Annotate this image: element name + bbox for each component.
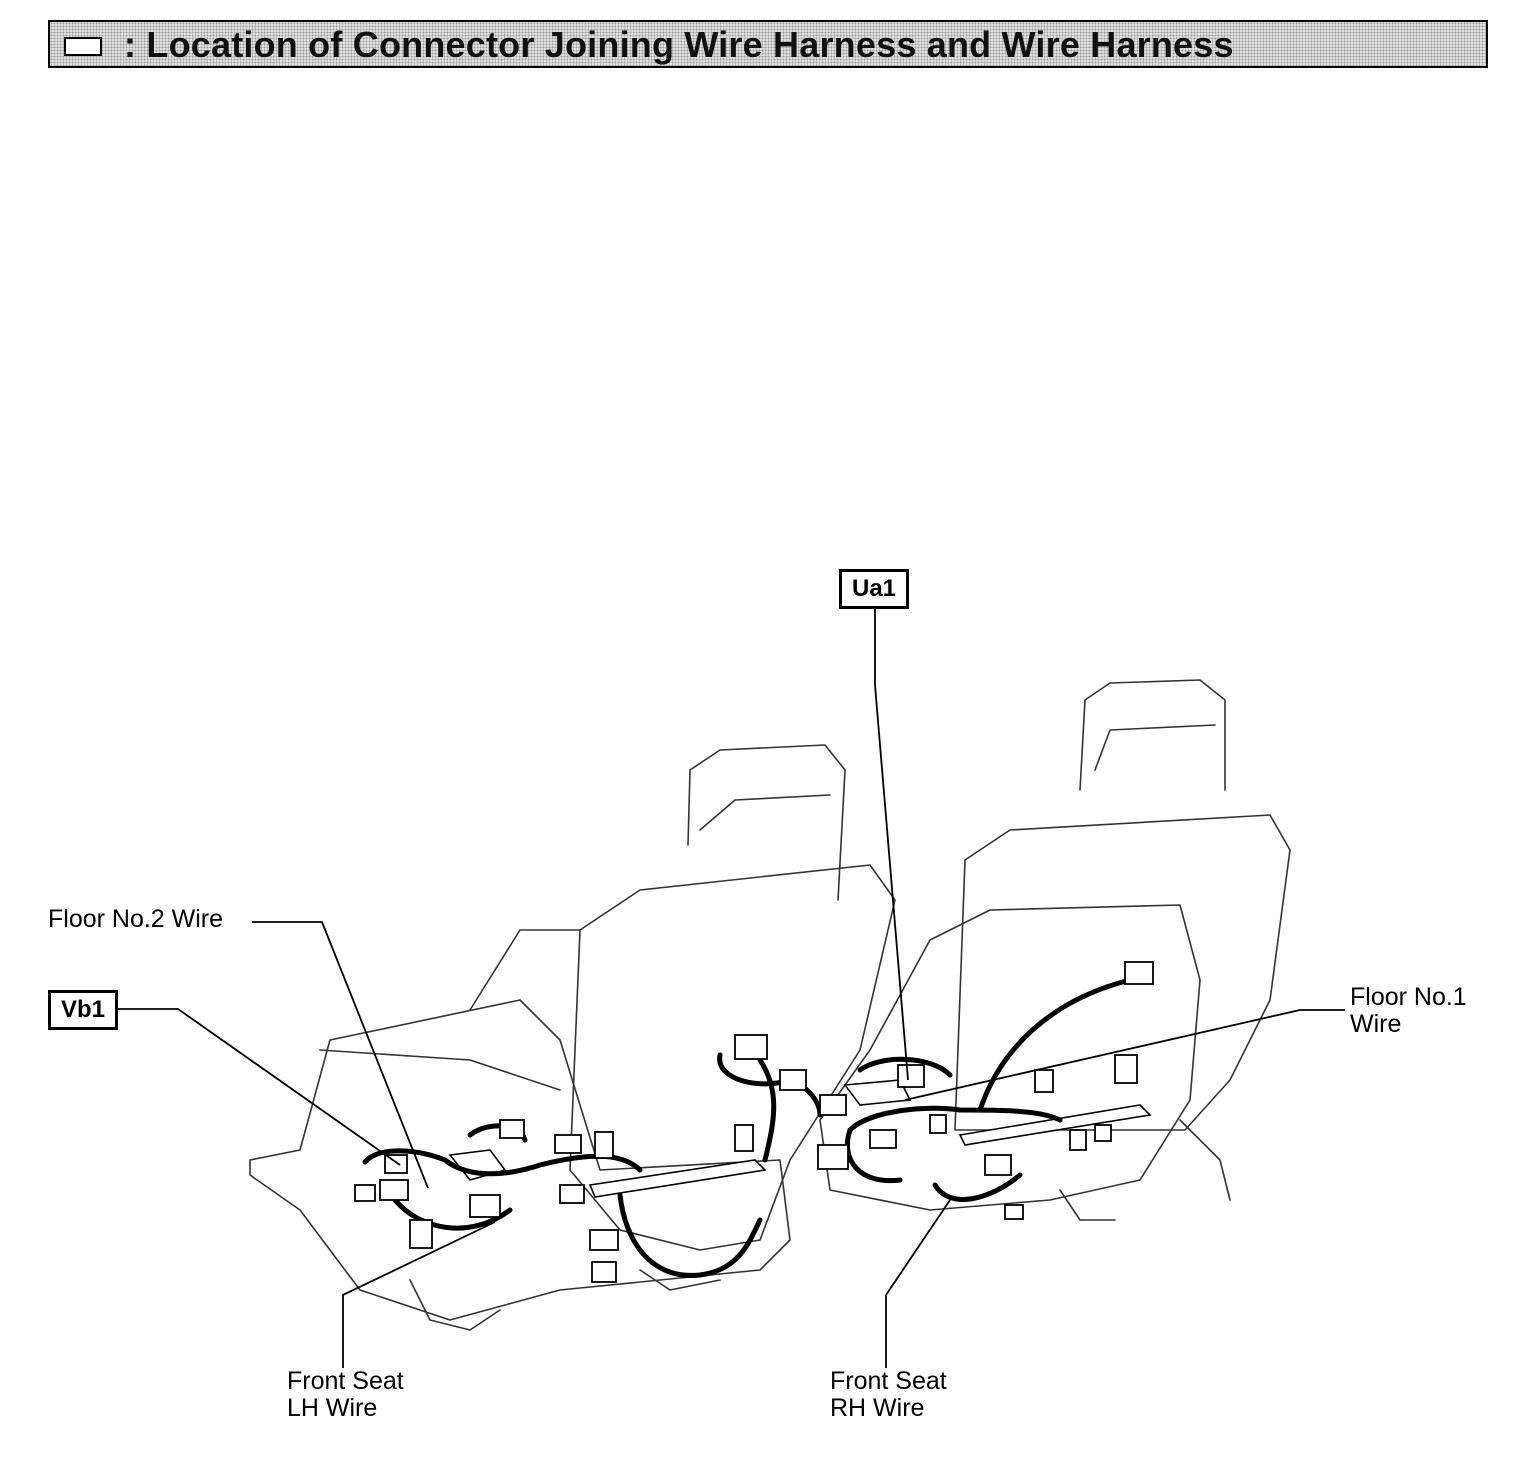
connector-block bbox=[779, 1069, 807, 1091]
connector-block bbox=[734, 1034, 768, 1060]
harness-right-lower bbox=[932, 1172, 1023, 1202]
right-headrest bbox=[1079, 679, 1226, 791]
left-seat-rail bbox=[588, 1159, 767, 1198]
connector-block bbox=[354, 1184, 376, 1202]
connector-block bbox=[984, 1154, 1012, 1176]
harness-left-back bbox=[617, 1192, 763, 1278]
floor-no2-wire-label: Floor No.2 Wire bbox=[48, 905, 224, 933]
connector-block bbox=[819, 1094, 847, 1116]
page-title: : Location of Connector Joining Wire Har… bbox=[124, 24, 1234, 65]
connector-block bbox=[379, 1179, 409, 1201]
connector-block bbox=[469, 1194, 501, 1218]
left-seat bbox=[249, 744, 896, 1331]
left-seat-foot bbox=[409, 1269, 721, 1331]
connector-block bbox=[1004, 1204, 1024, 1220]
leader-floor-no2 bbox=[252, 921, 429, 1189]
connector-block bbox=[559, 1184, 585, 1204]
floor-no1-wire-label: Floor No.1 Wire bbox=[1350, 983, 1467, 1038]
connector-block bbox=[1069, 1129, 1087, 1151]
connector-block bbox=[869, 1129, 897, 1149]
right-seat-back bbox=[954, 814, 1291, 1131]
harness-left-side bbox=[757, 1057, 777, 1163]
leader-front-seat-rh bbox=[885, 1199, 951, 1368]
harness-right-main bbox=[847, 1105, 1063, 1133]
right-seat-foot bbox=[1059, 1119, 1231, 1221]
center-ecu-box-right bbox=[843, 1079, 912, 1106]
leader-front-seat-lh bbox=[342, 1221, 496, 1368]
right-seat-cushion bbox=[819, 904, 1201, 1211]
leader-vb1 bbox=[118, 1008, 401, 1166]
connector-block bbox=[499, 1119, 525, 1139]
left-seat-cushion bbox=[249, 999, 791, 1321]
connector-block bbox=[554, 1134, 582, 1154]
left-headrest bbox=[687, 744, 846, 901]
left-seat-cushion-top bbox=[319, 1049, 561, 1091]
connectors bbox=[354, 961, 1154, 1283]
leader-ua1 bbox=[874, 609, 909, 1081]
left-seat-back bbox=[569, 864, 896, 1251]
connector-block bbox=[384, 1154, 408, 1174]
leader-floor-no1 bbox=[904, 1009, 1345, 1101]
connector-block bbox=[1124, 961, 1154, 985]
connector-block bbox=[897, 1064, 925, 1088]
harness-right-upper bbox=[857, 1056, 953, 1078]
connector-block bbox=[1094, 1124, 1112, 1142]
connector-block bbox=[817, 1144, 849, 1170]
connector-block bbox=[929, 1114, 947, 1134]
connector-legend-icon bbox=[64, 37, 102, 56]
title-bar: : Location of Connector Joining Wire Har… bbox=[48, 20, 1488, 68]
connector-block bbox=[1034, 1069, 1054, 1093]
connector-block bbox=[591, 1261, 617, 1283]
connector-vb1-callout: Vb1 bbox=[48, 990, 118, 1030]
connector-block bbox=[594, 1131, 614, 1159]
leader-lines bbox=[118, 609, 1345, 1368]
harness-left-lower bbox=[392, 1197, 513, 1231]
harness-right-loop bbox=[844, 1127, 903, 1184]
front-seat-lh-wire-label: Front Seat LH Wire bbox=[287, 1367, 404, 1422]
front-seat-rh-wire-label: Front Seat RH Wire bbox=[830, 1367, 947, 1422]
connector-block bbox=[409, 1219, 433, 1249]
connector-block bbox=[734, 1124, 754, 1152]
left-seat-back-side bbox=[469, 929, 581, 1011]
connector-block bbox=[589, 1229, 619, 1251]
harness-right-long bbox=[977, 977, 1133, 1113]
right-seat-rail bbox=[958, 1104, 1152, 1146]
connector-ua1-callout: Ua1 bbox=[839, 569, 909, 609]
right-seat bbox=[819, 679, 1291, 1221]
connector-block bbox=[1114, 1054, 1138, 1084]
